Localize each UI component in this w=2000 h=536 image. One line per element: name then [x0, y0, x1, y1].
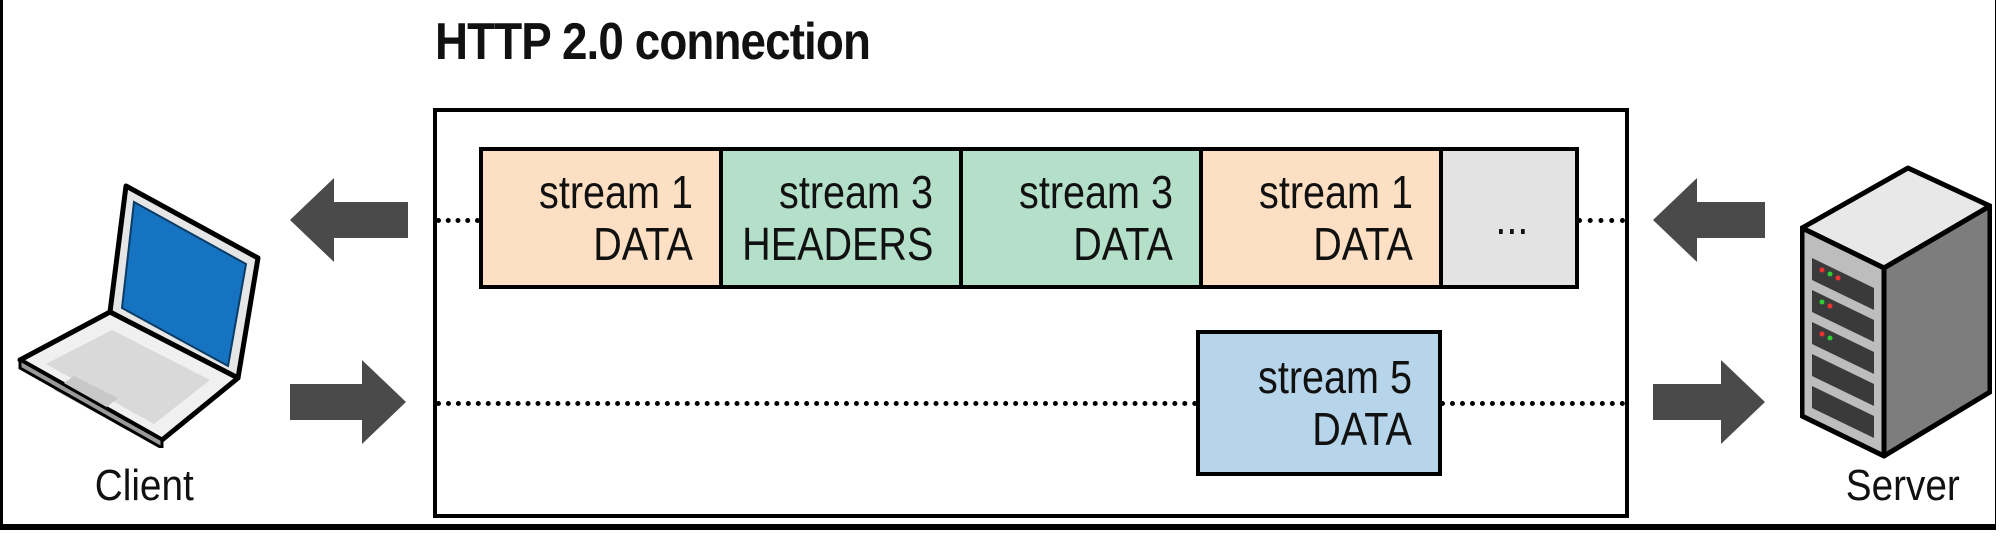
client-label: Client: [94, 461, 194, 510]
frame-stream-label: stream 1: [539, 166, 693, 218]
upper-lane-line-left: [436, 218, 480, 223]
lower-lane-line-left: [436, 401, 1198, 406]
frame-ellipsis-label: ...: [1495, 192, 1529, 244]
laptop-icon: [17, 183, 261, 448]
frame-stream-label: stream 5: [1258, 351, 1412, 403]
frame-stream3-headers: stream 3 HEADERS: [719, 147, 963, 289]
frame-type-label: DATA: [1313, 218, 1413, 270]
arrow-right-icon: [1653, 360, 1765, 444]
frame-stream1-data: stream 1 DATA: [479, 147, 723, 289]
frame-type-label: HEADERS: [741, 218, 933, 270]
frame-stream-label: stream 3: [779, 166, 933, 218]
frame-type-label: DATA: [1312, 403, 1412, 455]
arrow-left-icon: [290, 178, 408, 262]
diagram-title: HTTP 2.0 connection: [435, 13, 871, 71]
connection-box: [433, 108, 1629, 518]
lower-lane-line-right: [1440, 401, 1625, 406]
frame-stream5-data: stream 5 DATA: [1196, 330, 1442, 476]
frame-stream3-data: stream 3 DATA: [959, 147, 1203, 289]
server-icon: [1800, 165, 1992, 459]
frame-stream1-data-2: stream 1 DATA: [1199, 147, 1443, 289]
frame-type-label: DATA: [1073, 218, 1173, 270]
frame-stream-label: stream 3: [1019, 166, 1173, 218]
frame-type-label: DATA: [593, 218, 693, 270]
frame-ellipsis: ...: [1439, 147, 1579, 289]
arrow-right-icon: [290, 360, 406, 444]
arrow-left-icon: [1653, 178, 1765, 262]
upper-lane-line-right: [1577, 218, 1625, 223]
server-label: Server: [1845, 461, 1960, 510]
frame-stream-label: stream 1: [1259, 166, 1413, 218]
